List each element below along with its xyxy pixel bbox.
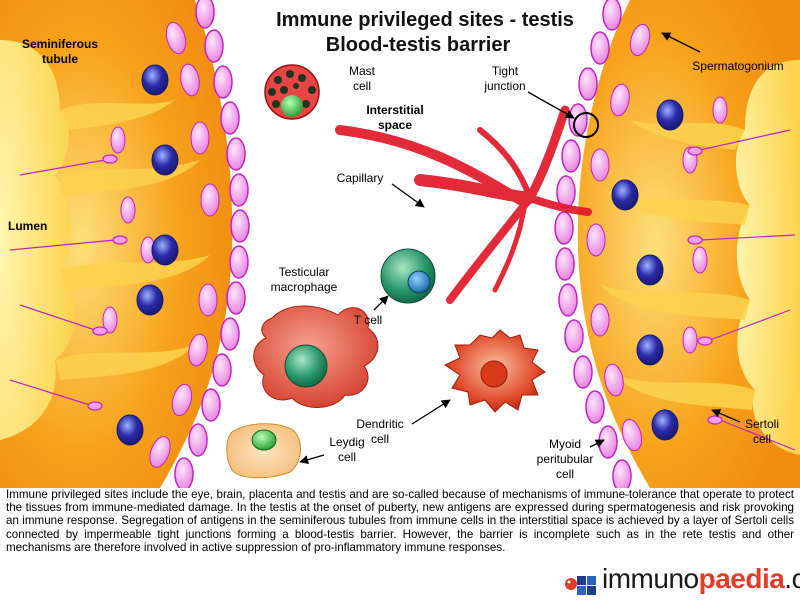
t-cell — [380, 248, 436, 304]
left-lumen — [0, 40, 75, 440]
label-macrophage-1: Testicular — [279, 265, 330, 279]
right-sertoli-folds — [600, 120, 755, 410]
leydig-cell — [226, 423, 301, 479]
arrow-tcell — [373, 295, 389, 311]
label-tcell: T cell — [354, 313, 382, 327]
right-sertoli-nuclei — [611, 99, 684, 441]
tight-junction-marker — [573, 112, 599, 138]
label-seminiferous-2: tubule — [42, 52, 78, 66]
testicular-macrophage — [253, 305, 379, 408]
label-dendritic-2: cell — [371, 432, 389, 446]
logo-part-org: .org — [784, 563, 800, 594]
logo-part-paedia: paedia — [698, 563, 785, 594]
arrow-capillary — [391, 183, 425, 208]
label-tight-2: junction — [483, 79, 525, 93]
left-sertoli-nuclei — [116, 64, 179, 446]
label-tight-1: Tight — [492, 64, 519, 78]
arrow-myoid — [589, 439, 605, 448]
label-myoid-1: Myoid — [549, 437, 581, 451]
immunopaedia-logo[interactable]: immunopaedia.org — [562, 563, 800, 598]
label-macrophage-2: macrophage — [271, 280, 338, 294]
arrow-dendritic — [411, 399, 451, 425]
arrow-sertoli — [711, 409, 741, 423]
label-capillary: Capillary — [337, 171, 384, 185]
caption-paragraph: Immune privileged sites include the eye,… — [6, 488, 794, 554]
arrow-spermatogonium — [661, 32, 701, 53]
right-seminiferous-tubule — [554, 0, 800, 488]
label-sertoli-2: cell — [753, 432, 771, 446]
arrow-tight-junction — [527, 91, 575, 119]
label-mast-1: Mast — [349, 64, 376, 78]
logo-part-immuno: immuno — [602, 563, 699, 594]
label-interstitial-2: space — [378, 118, 412, 132]
left-myoid-layer — [174, 0, 250, 488]
right-spermatogonia — [586, 23, 728, 452]
left-seminiferous-tubule — [0, 0, 250, 488]
logo-wordmark: immunopaedia.org — [602, 563, 800, 595]
label-myoid-3: cell — [556, 467, 574, 481]
right-myoid-layer — [554, 0, 632, 488]
label-lumen: Lumen — [8, 219, 47, 233]
capillary — [335, 105, 592, 304]
blood-testis-barrier-diagram: Immune privileged sites - testis Blood-t… — [0, 0, 800, 488]
right-lumen — [735, 60, 800, 455]
label-seminiferous-1: Seminiferous — [22, 37, 98, 51]
label-spermatogonium: Spermatogonium — [692, 59, 783, 73]
label-mast-2: cell — [353, 79, 371, 93]
label-myoid-2: peritubular — [537, 452, 594, 466]
arrow-leydig — [299, 454, 325, 465]
label-leydig-2: cell — [338, 450, 356, 464]
label-sertoli-1: Sertoli — [745, 417, 779, 431]
title-line-1: Immune privileged sites - testis — [276, 9, 574, 31]
right-spermatozoa — [687, 129, 796, 451]
left-spermatozoa — [9, 154, 128, 411]
label-leydig-1: Leydig — [329, 435, 364, 449]
logo-cubes-icon — [565, 576, 596, 595]
dendritic-cell — [443, 329, 546, 413]
mast-cell — [264, 64, 320, 120]
left-spermatogonia — [102, 21, 220, 468]
title-line-2: Blood-testis barrier — [326, 34, 511, 56]
label-interstitial-1: Interstitial — [366, 103, 423, 117]
label-dendritic-1: Dendritic — [356, 417, 403, 431]
